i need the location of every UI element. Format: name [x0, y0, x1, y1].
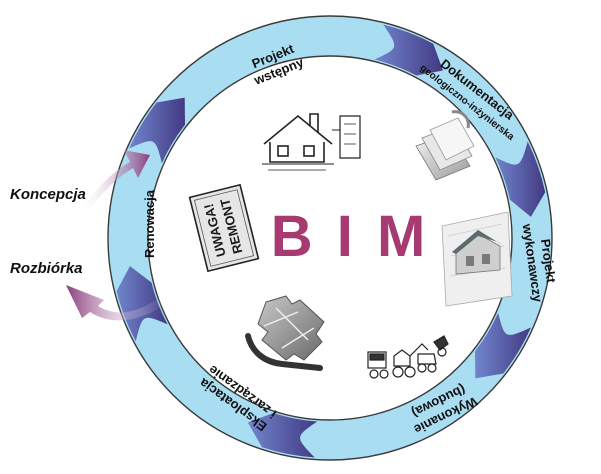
- stage-arrow: [495, 141, 546, 217]
- stage-arrows: [116, 24, 546, 458]
- house-drawing-icon: [262, 113, 361, 171]
- stage-arrow: [474, 312, 531, 379]
- construction-machines-icon: [367, 335, 449, 379]
- lifecycle-ring: [107, 15, 553, 461]
- document-stack-icon: [415, 110, 475, 181]
- stage-arrow: [247, 412, 318, 458]
- center-title: B I M: [271, 204, 430, 269]
- house-model-icon: [441, 211, 513, 307]
- side-arrows: Koncepcja Rozbiórka: [10, 150, 166, 321]
- concept-arrow: [78, 150, 150, 216]
- demolition-label: Rozbiórka: [10, 260, 83, 277]
- puzzle-icon: [245, 295, 325, 371]
- stage-arrow: [116, 266, 168, 342]
- ring-band: [107, 15, 553, 461]
- stage-label-line: Renowacja: [142, 189, 157, 258]
- stage-arrow: [374, 24, 443, 76]
- renovation-sign-icon: UWAGA! REMONT: [188, 183, 260, 273]
- demolition-arrow: [66, 285, 166, 321]
- stage-label-line: Projekt: [538, 238, 559, 284]
- concept-label: Koncepcja: [10, 186, 86, 203]
- stage-arrow: [129, 97, 186, 164]
- stage-label: Renowacja: [142, 189, 157, 258]
